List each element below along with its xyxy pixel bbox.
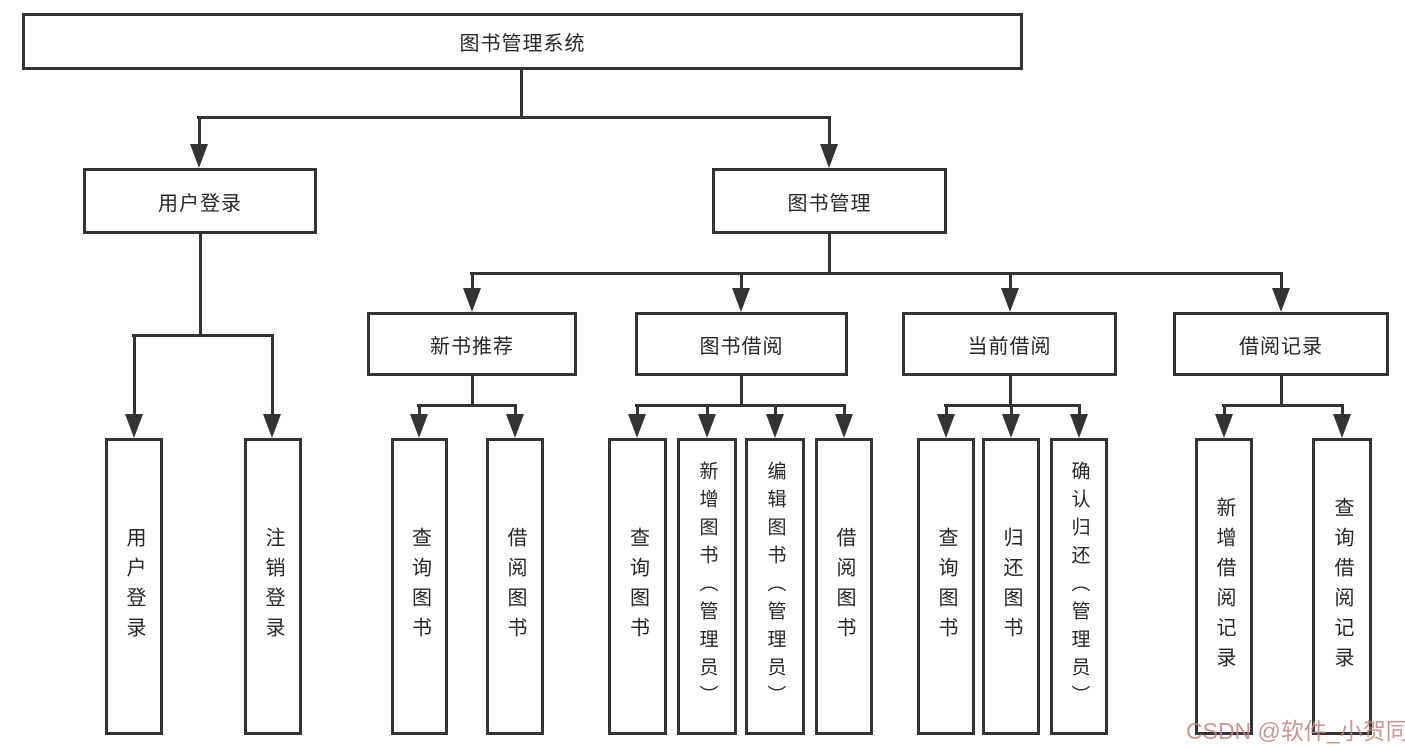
connector-drop: [945, 404, 948, 416]
node-new-book-recommend-label: 新书推荐: [430, 335, 514, 358]
leaf-query-books-current: 查询图书: [917, 438, 975, 735]
connector-drop: [843, 404, 846, 416]
connector-drop: [514, 404, 517, 416]
connector-drop: [1341, 404, 1344, 416]
leaf-return-book-label: 归还图书: [1000, 526, 1022, 647]
leaf-add-borrow-record-label: 新增借阅记录: [1213, 496, 1235, 677]
watermark: CSDN @软件_小贺同学: [1186, 718, 1405, 744]
connector-drop-leaf-logout: [271, 334, 274, 416]
connector-drop: [774, 404, 777, 416]
connector-user-login-stem: [199, 233, 202, 336]
arrowhead-leaf-user-login: [125, 414, 143, 438]
connector-drop-new-book: [471, 272, 474, 290]
connector-drop-borrowing-records: [1280, 272, 1283, 290]
leaf-query-books-borrowing: 查询图书: [608, 438, 667, 735]
node-borrowing-records-label: 借阅记录: [1239, 335, 1323, 358]
leaf-add-book-admin-label: 新增图书（管理员）: [696, 460, 718, 713]
leaf-logout-label: 注销登录: [262, 526, 284, 647]
arrowhead-book-management: [820, 144, 838, 168]
arrowhead-user-login: [190, 144, 208, 168]
arrowhead-current-borrowing: [1001, 288, 1019, 312]
leaf-add-book-admin: 新增图书（管理员）: [677, 438, 737, 735]
leaf-return-book: 归还图书: [982, 438, 1040, 735]
node-borrowing-records: 借阅记录: [1173, 312, 1389, 376]
connector-drop-leaf-user-login: [133, 334, 136, 416]
arrowhead-leaf-logout: [263, 414, 281, 438]
leaf-confirm-return-admin-label: 确认归还（管理员）: [1068, 460, 1090, 713]
arrowhead: [937, 414, 955, 438]
leaf-user-login: 用户登录: [105, 438, 163, 735]
arrowhead: [410, 414, 428, 438]
connector-drop-current-borrowing: [1009, 272, 1012, 290]
node-user-login: 用户登录: [83, 168, 317, 234]
connector-drop-book-management: [828, 116, 831, 146]
arrowhead-book-borrowing: [732, 288, 750, 312]
node-current-borrowing-label: 当前借阅: [967, 335, 1052, 358]
arrowhead: [1215, 414, 1233, 438]
leaf-edit-book-admin: 编辑图书（管理员）: [745, 438, 805, 735]
leaf-add-borrow-record: 新增借阅记录: [1195, 438, 1253, 735]
connector-drop: [636, 404, 639, 416]
leaf-query-books-new-label: 查询图书: [408, 526, 431, 647]
leaf-query-borrow-record: 查询借阅记录: [1312, 438, 1372, 735]
connector-borrowing-records-stem: [1280, 375, 1283, 406]
connector-new-book-rail: [417, 404, 517, 407]
arrowhead: [1333, 414, 1351, 438]
arrowhead-new-book: [463, 288, 481, 312]
connector-drop-book-borrowing: [740, 272, 743, 290]
leaf-query-borrow-record-label: 查询借阅记录: [1331, 496, 1353, 677]
leaf-query-books-borrowing-label: 查询图书: [626, 526, 649, 647]
leaf-logout: 注销登录: [244, 438, 302, 735]
arrowhead: [766, 414, 784, 438]
connector-user-login-rail: [132, 334, 274, 337]
node-root-label: 图书管理系统: [459, 33, 586, 55]
leaf-edit-book-admin-label: 编辑图书（管理员）: [764, 460, 786, 713]
leaf-borrow-books-borrowing-label: 借阅图书: [833, 526, 855, 647]
arrowhead: [1002, 414, 1020, 438]
connector-root-stem: [520, 69, 523, 119]
node-book-management: 图书管理: [712, 168, 947, 234]
connector-book-borrowing-rail: [635, 404, 845, 407]
node-book-management-label: 图书管理: [787, 192, 872, 215]
connector-drop: [418, 404, 421, 416]
arrowhead-borrowing-records: [1272, 288, 1290, 312]
connector-root-rail: [197, 116, 831, 119]
arrowhead: [835, 414, 853, 438]
arrowhead: [506, 414, 524, 438]
arrowhead: [698, 414, 716, 438]
node-user-login-label: 用户登录: [158, 192, 242, 215]
leaf-borrow-books-new-label: 借阅图书: [504, 526, 526, 647]
node-book-borrowing: 图书借阅: [635, 312, 848, 376]
connector-new-book-stem: [471, 375, 474, 406]
connector-book-borrowing-stem: [740, 375, 743, 406]
node-book-borrowing-label: 图书借阅: [699, 335, 784, 358]
connector-drop: [1010, 404, 1013, 416]
leaf-borrow-books-new: 借阅图书: [486, 438, 544, 735]
connector-drop: [1078, 404, 1081, 416]
node-current-borrowing: 当前借阅: [902, 312, 1117, 376]
connector-current-borrowing-stem: [1009, 375, 1012, 406]
node-new-book-recommend: 新书推荐: [367, 312, 577, 376]
connector-drop: [706, 404, 709, 416]
leaf-user-login-label: 用户登录: [123, 526, 145, 647]
node-root: 图书管理系统: [22, 13, 1023, 70]
connector-drop-user-login: [198, 116, 201, 146]
connector-borrowing-records-rail: [1222, 404, 1344, 407]
connector-book-management-rail: [470, 272, 1282, 275]
leaf-confirm-return-admin: 确认归还（管理员）: [1050, 438, 1108, 735]
arrowhead: [628, 414, 646, 438]
leaf-borrow-books-borrowing: 借阅图书: [815, 438, 873, 735]
leaf-query-books-current-label: 查询图书: [935, 526, 957, 647]
connector-book-management-stem: [828, 233, 831, 274]
arrowhead: [1070, 414, 1088, 438]
connector-drop: [1223, 404, 1226, 416]
leaf-query-books-new: 查询图书: [391, 438, 448, 735]
